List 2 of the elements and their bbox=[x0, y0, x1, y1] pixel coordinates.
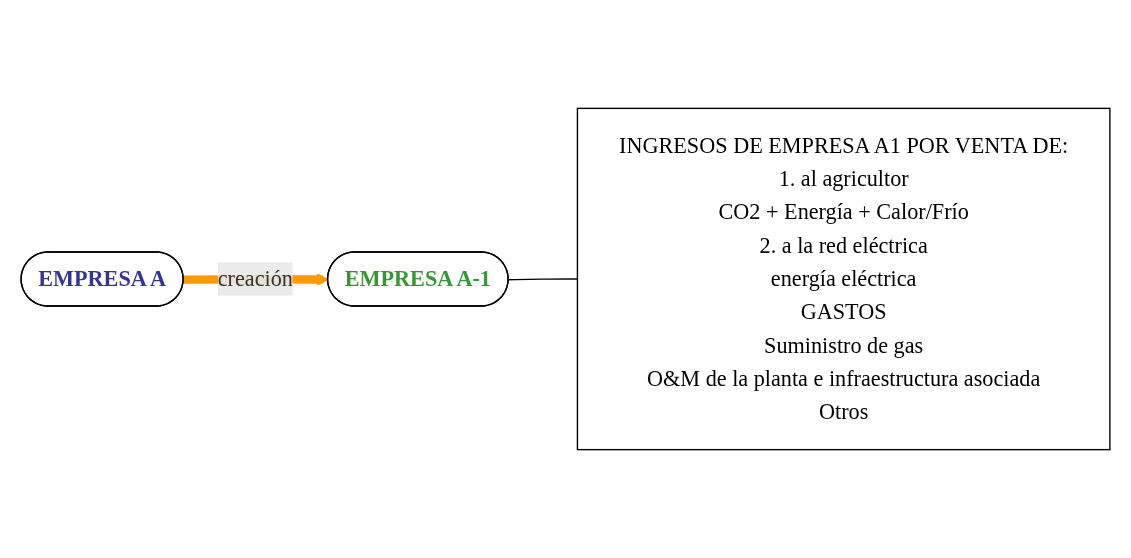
edge-label: creación bbox=[217, 266, 293, 291]
node-box: INGRESOS DE EMPRESA A1 POR VENTA DE: 1. al agricultor CO2 + Energía + Calor/Frío 2. a la red eléctrica energía eléctrica GASTOS Suministro de gas O&M de la planta e infraestructura asociada Otros bbox=[576, 107, 1111, 451]
